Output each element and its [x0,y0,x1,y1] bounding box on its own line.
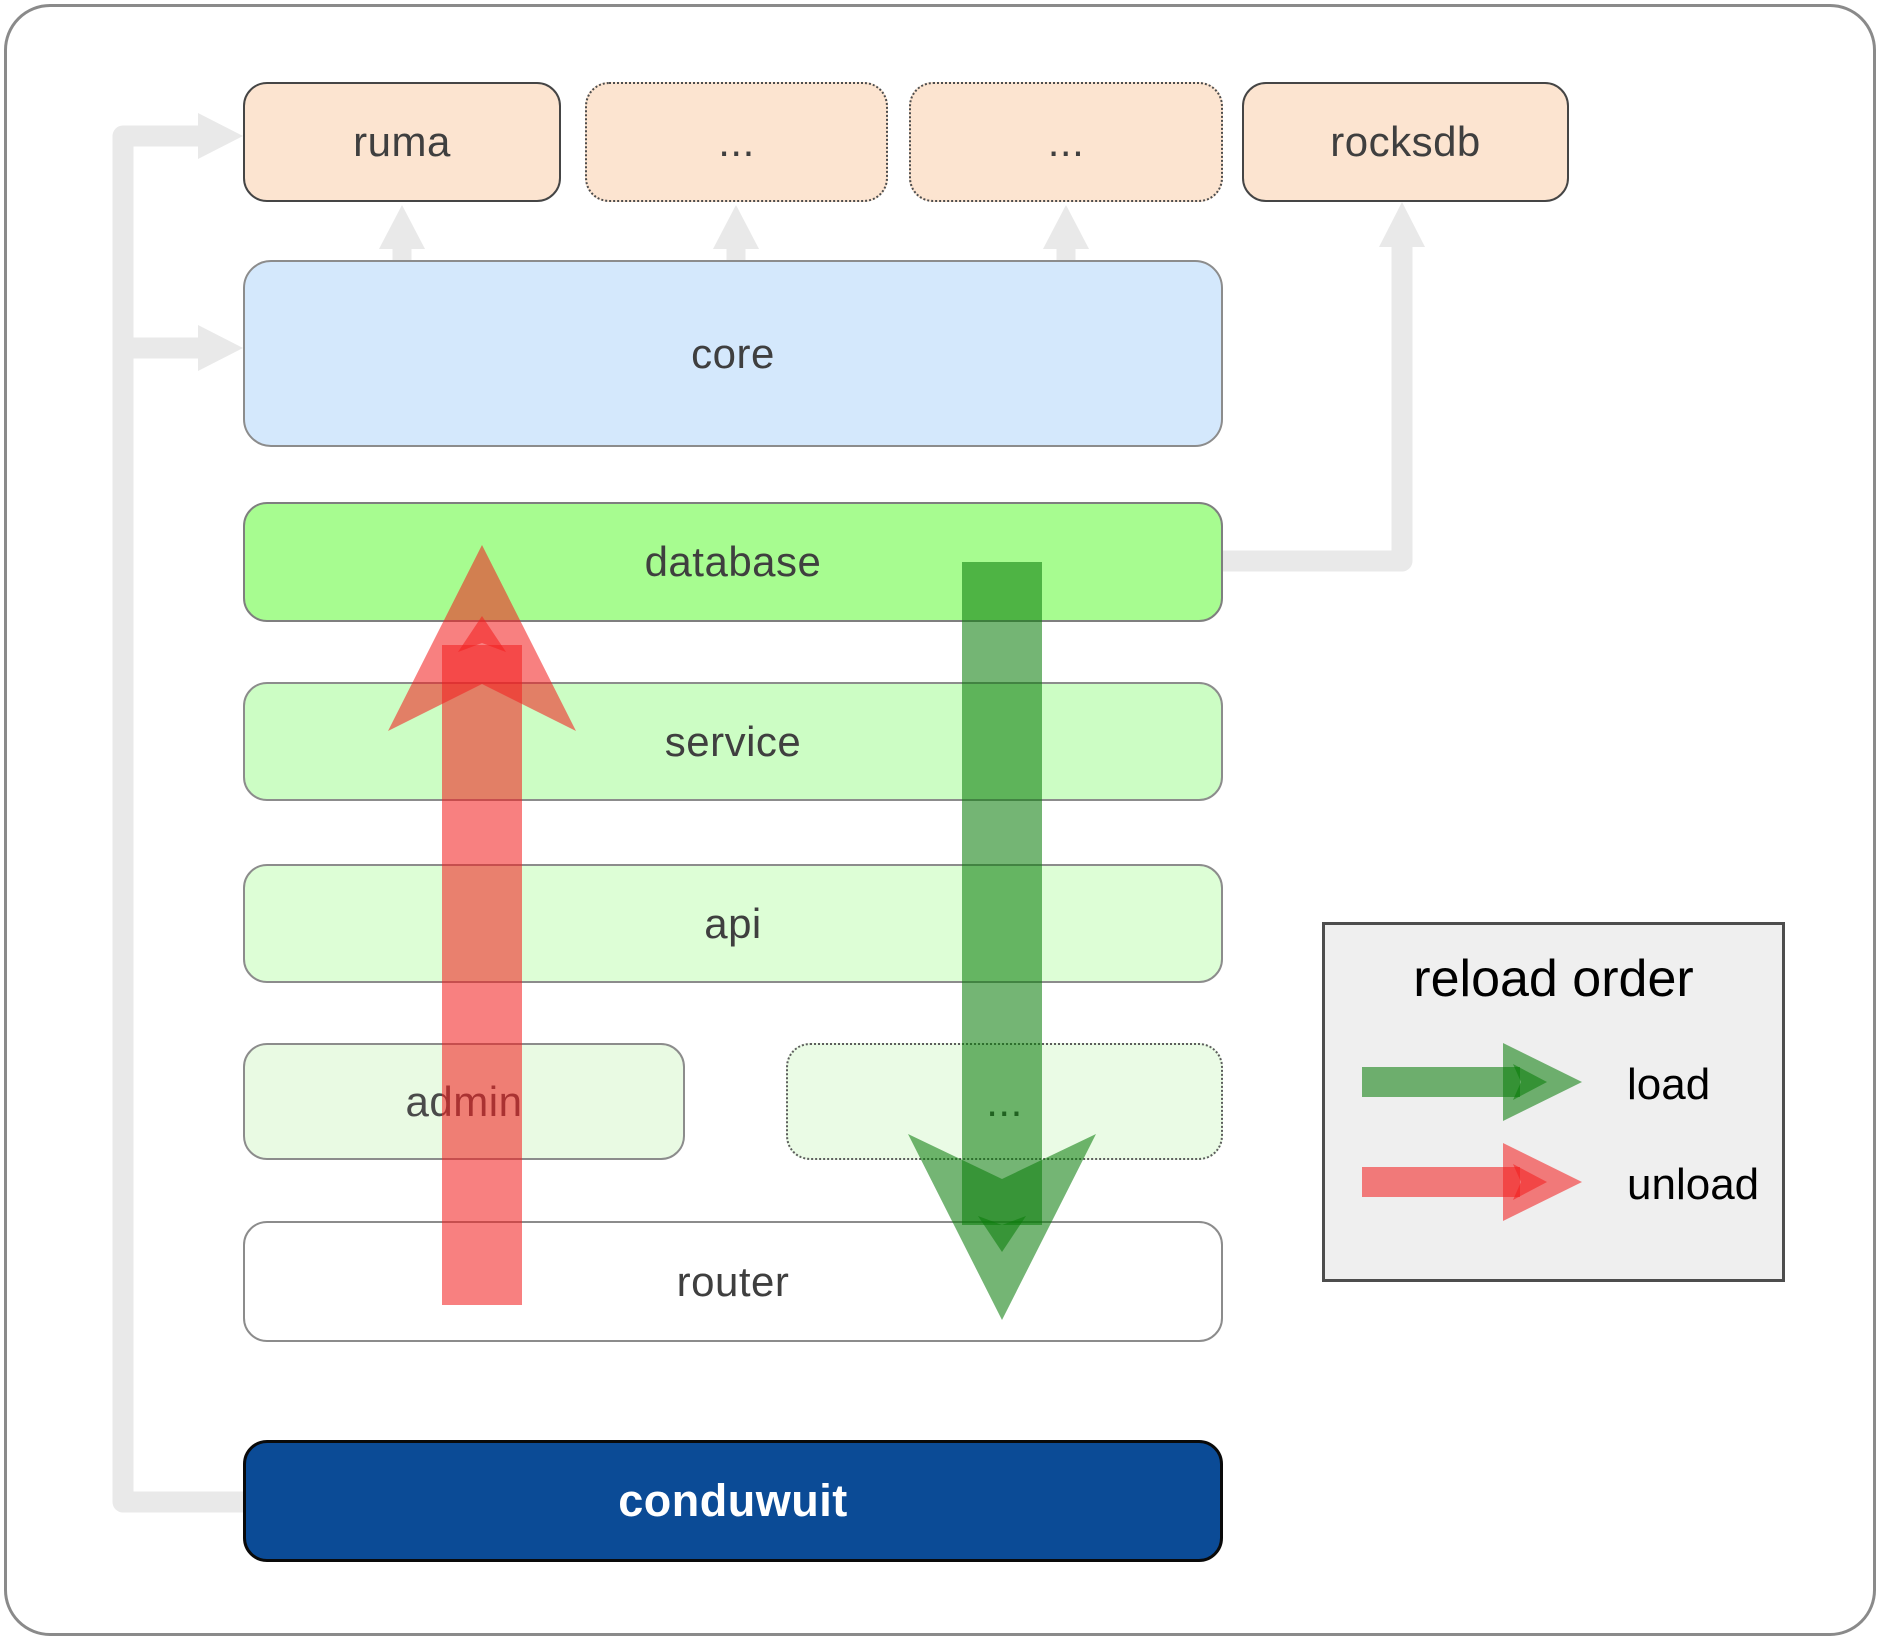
node-service-label: service [664,717,802,765]
node-ruma: ruma [243,82,561,202]
node-dependency-more-2-label: ... [1047,118,1085,165]
node-router: router [243,1221,1223,1342]
node-service-more-label: ... [986,1077,1023,1125]
legend-load-label: load [1627,1060,1711,1109]
node-core: core [243,260,1223,447]
node-rocksdb-label: rocksdb [1330,118,1481,165]
node-admin: admin [243,1043,685,1160]
node-ruma-label: ruma [353,118,451,165]
node-core-label: core [691,329,775,377]
legend-title: reload order [1413,950,1694,1008]
node-database-label: database [644,538,822,585]
node-conduwuit-label: conduwuit [618,1475,848,1526]
node-conduwuit: conduwuit [243,1440,1223,1562]
node-service-more: ... [786,1043,1223,1160]
node-api: api [243,864,1223,983]
node-database: database [243,502,1223,622]
legend-unload-label: unload [1627,1160,1760,1209]
node-api-label: api [704,899,762,947]
legend-box: reload order load unload [1322,922,1785,1282]
node-router-label: router [676,1257,790,1305]
node-rocksdb: rocksdb [1242,82,1569,202]
node-dependency-more-2: ... [909,82,1223,202]
node-dependency-more-1: ... [585,82,888,202]
node-admin-label: admin [405,1077,523,1125]
node-dependency-more-1-label: ... [718,118,755,165]
outer-frame [4,4,1876,1636]
node-service: service [243,682,1223,801]
